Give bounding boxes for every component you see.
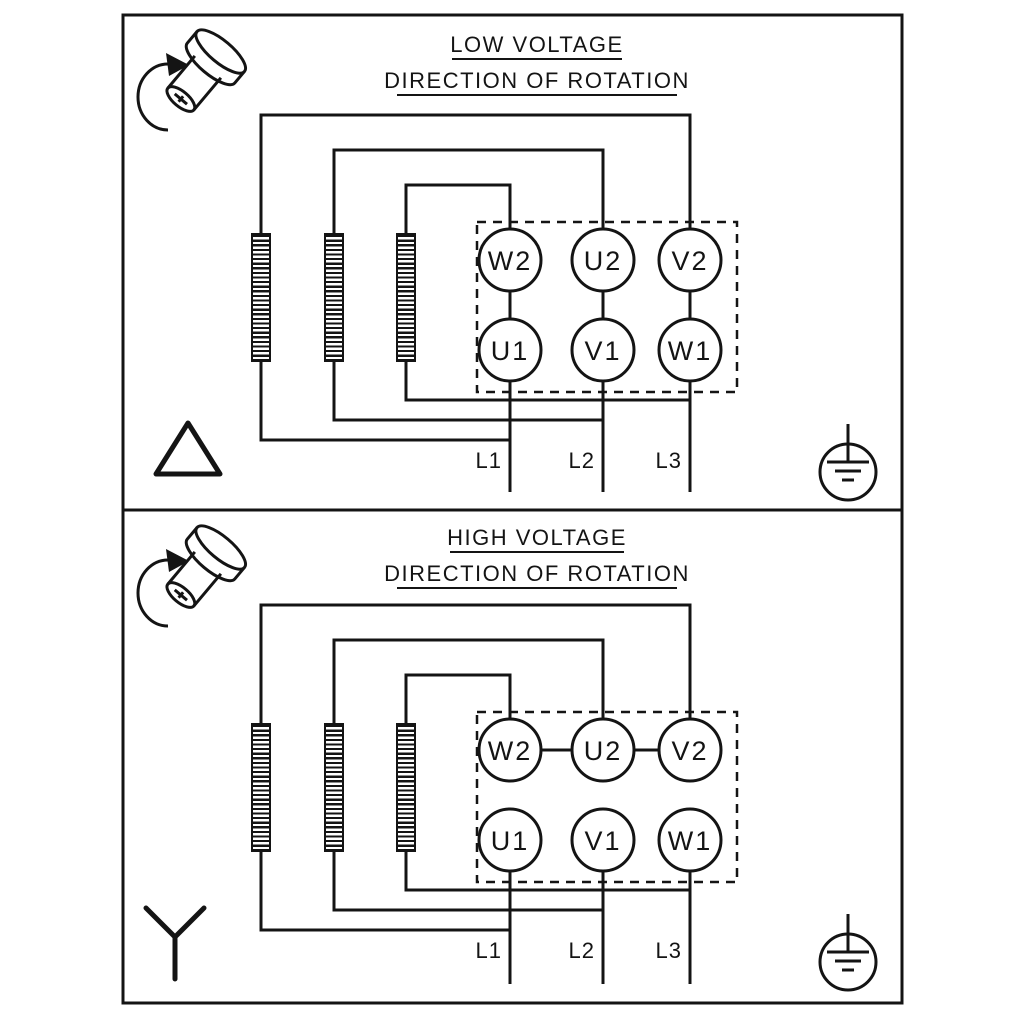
stator-winding-wire: [259, 603, 692, 735]
low-voltage-panel: LOW VOLTAGE DIRECTION OF ROTATION W2 U2 …: [136, 21, 878, 502]
winding-coil: [251, 233, 271, 362]
terminal-label: U1: [491, 826, 530, 856]
terminal-box-outline: [475, 220, 739, 394]
motor-rotation-icon: [136, 21, 254, 132]
terminal-label: V2: [671, 246, 708, 276]
supply-line-label: L2: [569, 938, 595, 963]
terminal-label: U1: [491, 336, 530, 366]
terminal-w1: [657, 807, 723, 873]
winding-coil: [324, 233, 344, 362]
panel-title: LOW VOLTAGE: [450, 32, 623, 57]
terminal-label: U2: [584, 246, 623, 276]
stator-winding-wire: [259, 845, 510, 932]
high-voltage-panel: HIGH VOLTAGE DIRECTION OF ROTATION W2 U2…: [136, 517, 878, 992]
stator-winding-wire: [404, 355, 690, 402]
supply-line-label: L3: [656, 448, 682, 473]
motor-rotation-icon: [136, 517, 254, 628]
supply-line-label: L1: [476, 938, 502, 963]
terminal-label: U2: [584, 736, 623, 766]
winding-coil: [324, 723, 344, 852]
terminal-label: V1: [584, 336, 621, 366]
stator-winding-wire: [332, 148, 605, 245]
star-symbol-icon: [143, 905, 207, 982]
stator-winding-wire: [259, 355, 510, 442]
terminal-label: V1: [584, 826, 621, 856]
terminal-u1: [477, 807, 543, 873]
terminal-label: W2: [488, 246, 533, 276]
terminal-v2: [657, 717, 723, 783]
supply-line-label: L3: [656, 938, 682, 963]
stator-winding-wire: [332, 638, 605, 735]
terminal-w2: [477, 227, 543, 293]
terminal-label: V2: [671, 736, 708, 766]
terminal-label: W2: [488, 736, 533, 766]
terminal-v1: [570, 807, 636, 873]
terminal-v1: [570, 317, 636, 383]
stator-winding-wire: [332, 845, 603, 912]
stator-winding-wire: [404, 845, 690, 892]
terminal-label: W1: [668, 826, 713, 856]
terminal-u2: [570, 227, 636, 293]
winding-coil: [396, 723, 416, 852]
winding-coil: [251, 723, 271, 852]
panel-subtitle: DIRECTION OF ROTATION: [384, 68, 690, 93]
terminal-w2: [477, 717, 543, 783]
stator-winding-wire: [404, 183, 512, 245]
terminal-v2: [657, 227, 723, 293]
stator-winding-wire: [332, 355, 603, 422]
terminal-w1: [657, 317, 723, 383]
stator-winding-wire: [404, 673, 512, 735]
terminal-box-outline: [475, 710, 739, 884]
delta-symbol-icon: [153, 420, 223, 477]
panel-title: HIGH VOLTAGE: [447, 525, 627, 550]
terminal-u2: [570, 717, 636, 783]
winding-coil: [396, 233, 416, 362]
stator-winding-wire: [259, 113, 692, 245]
supply-line-label: L1: [476, 448, 502, 473]
terminal-u1: [477, 317, 543, 383]
earth-ground-icon: [818, 422, 878, 502]
supply-line-label: L2: [569, 448, 595, 473]
terminal-label: W1: [668, 336, 713, 366]
earth-ground-icon: [818, 912, 878, 992]
panel-subtitle: DIRECTION OF ROTATION: [384, 561, 690, 586]
